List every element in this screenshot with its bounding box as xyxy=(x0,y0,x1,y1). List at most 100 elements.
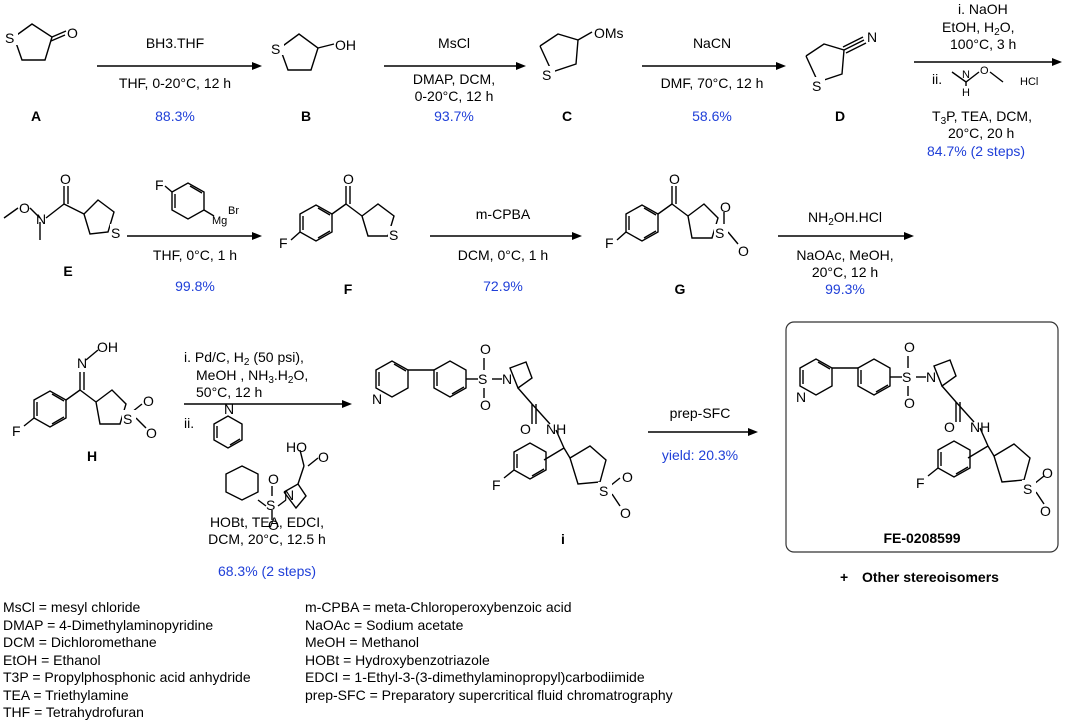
svg-text:S: S xyxy=(389,227,398,243)
step6-reagent: m-CPBA xyxy=(476,206,531,222)
label-c: C xyxy=(562,108,572,124)
step2-conditions-1: DMAP, DCM, xyxy=(413,71,495,87)
label-f: F xyxy=(344,281,353,297)
svg-text:O: O xyxy=(944,419,955,435)
structure-a: S O xyxy=(4,23,78,61)
svg-text:O: O xyxy=(343,171,354,187)
legend-item: TEA = Triethylamine xyxy=(3,686,129,703)
svg-text:S: S xyxy=(111,225,120,241)
svg-text:O: O xyxy=(1042,465,1053,481)
other-stereoisomers: Other stereoisomers xyxy=(862,569,999,585)
plus-sign: + xyxy=(840,569,848,585)
svg-text:N: N xyxy=(796,389,806,405)
structure-h: S O O N OH F xyxy=(12,339,157,441)
abbreviation-legend-left: MsCl = mesyl chloride DMAP = 4-Dimethyla… xyxy=(3,599,251,722)
svg-text:F: F xyxy=(916,475,925,491)
legend-item: T3P = Propylphosphonic acid anhydride xyxy=(3,669,251,685)
step4-hcl: HCl xyxy=(1020,76,1038,88)
svg-text:Br: Br xyxy=(228,205,239,217)
final-product-label: FE-0208599 xyxy=(883,530,960,546)
step7-conditions-1: NaOAc, MeOH, xyxy=(796,247,893,263)
structure-g: S O O O F xyxy=(605,171,749,259)
svg-text:O: O xyxy=(720,199,731,215)
label-a: A xyxy=(31,108,41,124)
step1-yield: 88.3% xyxy=(155,108,195,124)
svg-text:Mg: Mg xyxy=(212,215,227,227)
structure-i: S O O N S O O N O NH F xyxy=(372,341,633,521)
label-e: E xyxy=(63,263,72,279)
step8-conditions-5: DCM, 20°C, 12.5 h xyxy=(208,531,326,547)
step5-yield: 99.8% xyxy=(175,278,215,294)
svg-text:O: O xyxy=(738,243,749,259)
step4-conditions-3: T3P, TEA, DCM, xyxy=(932,108,1032,127)
step8-conditions-4: HOBt, TEA, EDCI, xyxy=(210,514,324,530)
step3-reagent: NaCN xyxy=(693,35,731,51)
weinreb-amine-structure: H N O xyxy=(951,65,1004,99)
svg-text:NH: NH xyxy=(546,421,566,437)
svg-text:O: O xyxy=(904,395,915,411)
step5-conditions: THF, 0°C, 1 h xyxy=(153,247,237,263)
svg-text:F: F xyxy=(605,235,614,251)
step8-conditions-2: MeOH , NH3.H2O, xyxy=(196,367,308,386)
svg-text:O: O xyxy=(520,421,531,437)
svg-text:N: N xyxy=(284,487,294,503)
step4-conditions-2: 100°C, 3 h xyxy=(950,36,1016,52)
legend-item: DCM = Dichloromethane xyxy=(3,634,157,650)
svg-text:S: S xyxy=(542,67,551,83)
step2-yield: 93.7% xyxy=(434,108,474,124)
svg-text:F: F xyxy=(155,177,164,193)
svg-text:S: S xyxy=(5,30,14,46)
svg-text:S: S xyxy=(599,483,608,499)
svg-text:O: O xyxy=(980,65,989,77)
grignard-structure: F Mg Br xyxy=(155,177,239,227)
svg-text:OH: OH xyxy=(335,37,356,53)
svg-text:N: N xyxy=(926,369,936,385)
svg-text:O: O xyxy=(1040,503,1051,519)
legend-item: EtOH = Ethanol xyxy=(3,651,101,668)
structure-final: S O O N S O O N O NH F xyxy=(796,339,1053,519)
step8-yield: 68.3% (2 steps) xyxy=(218,563,316,579)
svg-text:O: O xyxy=(268,471,279,487)
svg-text:F: F xyxy=(12,423,21,439)
svg-text:HO: HO xyxy=(286,439,307,455)
svg-text:S: S xyxy=(1023,481,1032,497)
step7-yield: 99.3% xyxy=(825,281,865,297)
svg-text:O: O xyxy=(480,341,491,357)
step8-conditions-3: 50°C, 12 h xyxy=(196,384,262,400)
svg-text:S: S xyxy=(271,41,280,57)
step4-reagent-1: i. NaOH xyxy=(958,1,1008,17)
step2-reagent: MsCl xyxy=(438,35,470,51)
acid-reagent-structure: N S O O N HO O xyxy=(213,401,329,533)
structure-c: S OMs xyxy=(539,25,624,83)
legend-item: MsCl = mesyl chloride xyxy=(3,599,141,615)
svg-text:O: O xyxy=(480,397,491,413)
legend-item: NaOAc = Sodium acetate xyxy=(305,616,464,633)
step8-conditions-1: i. Pd/C, H2 (50 psi), xyxy=(184,349,304,368)
structure-b: S OH xyxy=(270,33,356,71)
label-g: G xyxy=(675,281,686,297)
svg-text:O: O xyxy=(620,505,631,521)
step7-reagent: NH2OH.HCl xyxy=(808,209,882,228)
step8-ii-label: ii. xyxy=(184,415,194,431)
step6-conditions: DCM, 0°C, 1 h xyxy=(458,247,548,263)
svg-text:OMs: OMs xyxy=(594,25,624,41)
svg-text:N: N xyxy=(867,29,877,45)
svg-text:S: S xyxy=(902,369,911,385)
svg-text:O: O xyxy=(318,449,329,465)
label-d: D xyxy=(835,108,845,124)
svg-text:N: N xyxy=(502,371,512,387)
svg-text:S: S xyxy=(812,78,821,94)
legend-item: prep-SFC = Preparatory supercritical flu… xyxy=(305,686,673,703)
svg-text:O: O xyxy=(67,25,78,41)
svg-text:NH: NH xyxy=(970,419,990,435)
svg-text:F: F xyxy=(279,235,288,251)
step3-conditions: DMF, 70°C, 12 h xyxy=(661,75,764,91)
svg-text:S: S xyxy=(715,225,724,241)
svg-text:N: N xyxy=(77,355,87,371)
svg-text:O: O xyxy=(60,171,71,187)
step6-yield: 72.9% xyxy=(483,278,523,294)
structure-f: S O F xyxy=(279,171,402,251)
svg-text:O: O xyxy=(622,469,633,485)
legend-item: m-CPBA = meta-Chloroperoxybenzoic acid xyxy=(305,599,572,615)
svg-text:O: O xyxy=(669,171,680,187)
